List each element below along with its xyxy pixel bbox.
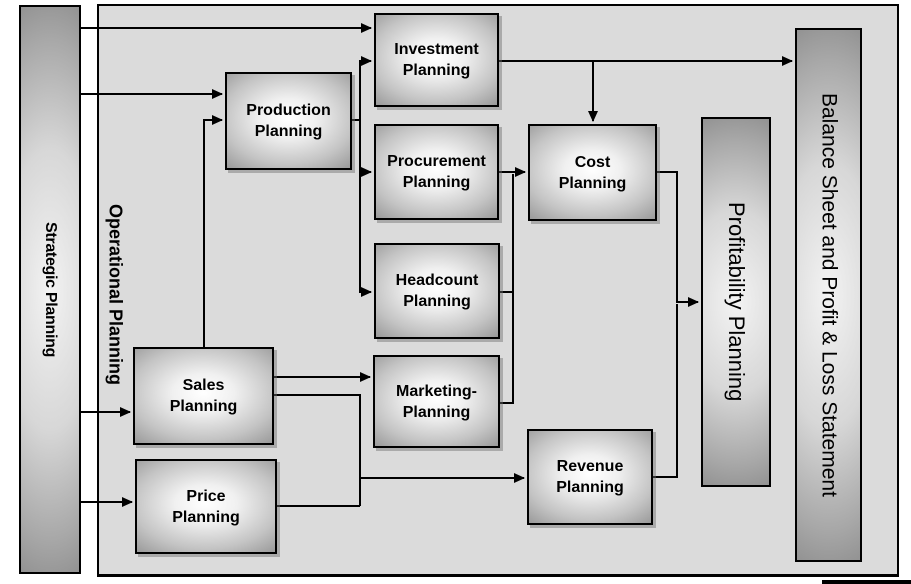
operational-planning-label: Operational Planning bbox=[105, 204, 126, 386]
node-procurement-planning: Procurement Planning bbox=[374, 124, 499, 220]
profitability-planning-bar: Profitability Planning bbox=[701, 117, 771, 487]
node-revenue-planning: Revenue Planning bbox=[527, 429, 653, 525]
node-investment-planning: Investment Planning bbox=[374, 13, 499, 107]
balance-sheet-label: Balance Sheet and Profit & Loss Statemen… bbox=[817, 93, 841, 497]
node-production-planning: Production Planning bbox=[225, 72, 352, 170]
strategic-planning-label: Strategic Planning bbox=[42, 221, 59, 358]
profitability-planning-label: Profitability Planning bbox=[724, 202, 749, 402]
node-sales-planning: Sales Planning bbox=[133, 347, 274, 445]
node-headcount-planning: Headcount Planning bbox=[374, 243, 500, 339]
node-price-planning: Price Planning bbox=[135, 459, 277, 554]
strategic-planning-bar: Strategic Planning bbox=[19, 5, 81, 574]
node-marketing-planning: Marketing- Planning bbox=[373, 355, 500, 448]
node-cost-planning: Cost Planning bbox=[528, 124, 657, 221]
cropped-shape-bottom-right bbox=[822, 580, 911, 584]
balance-sheet-bar: Balance Sheet and Profit & Loss Statemen… bbox=[795, 28, 862, 562]
